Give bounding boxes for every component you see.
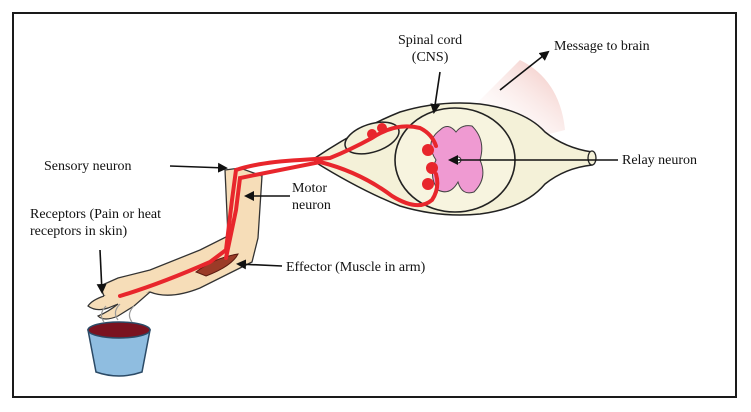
motor-neuron-label: Motor neuron	[292, 181, 331, 213]
spinal-cord-pointer	[430, 71, 441, 114]
relay-neuron-cell	[426, 162, 438, 174]
relay-neuron-cell	[422, 144, 434, 156]
relay-neuron-label: Relay neuron	[622, 153, 698, 168]
motor-neuron-fiber	[224, 159, 440, 260]
receptors-pointer	[96, 249, 107, 294]
relay-neuron-cell	[422, 178, 434, 190]
receptors-label: Receptors (Pain or heat receptors in ski…	[30, 207, 162, 239]
message-to-brain-label: Message to brain	[554, 39, 650, 54]
ganglion-cell	[377, 123, 387, 133]
message-brain-pointer	[499, 50, 550, 91]
cup-rim	[87, 321, 151, 339]
sensory-neuron-pointer	[169, 162, 228, 173]
nerve-cut-end	[587, 150, 597, 166]
sensory-neuron-fiber	[118, 124, 438, 298]
ganglion-cell	[367, 129, 377, 139]
diagram-frame	[12, 12, 737, 398]
effector-pointer	[236, 259, 283, 270]
spinal-cord-label: Spinal cord (CNS)	[398, 33, 463, 65]
steam	[100, 303, 135, 323]
sensory-neuron-label: Sensory neuron	[44, 159, 132, 174]
cup	[87, 329, 151, 377]
effector-label: Effector (Muscle in arm)	[286, 260, 426, 275]
